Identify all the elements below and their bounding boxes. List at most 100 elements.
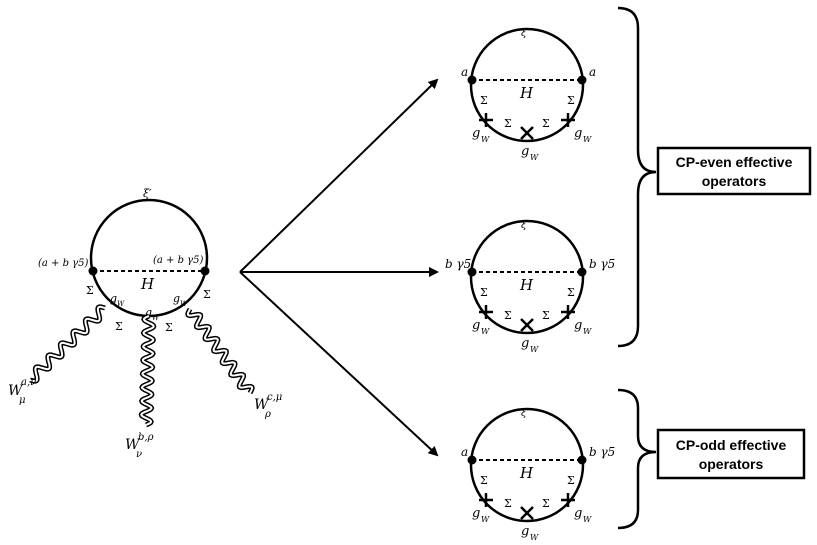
insertion-right (561, 493, 575, 507)
higgs-label: H (519, 84, 534, 102)
sigma-label: Σ (567, 474, 575, 487)
svg-text:W: W (117, 300, 125, 308)
higgs-label: H (519, 276, 534, 294)
gw-main: g (521, 524, 529, 539)
insertion-left (479, 113, 493, 127)
insertion-bottom (520, 318, 534, 332)
w-label-3: W c,μ ρ (254, 392, 282, 420)
insertion-left (479, 493, 493, 507)
svg-text:W: W (8, 383, 24, 399)
vertex-left-label: a (461, 65, 468, 79)
brace-cp-even (617, 6, 657, 348)
gw-label: g W (110, 292, 125, 308)
vertex-left (88, 266, 98, 276)
vertex-right-label: b γ5 (589, 257, 615, 271)
insertion-right (561, 305, 575, 319)
arrow-down (239, 271, 439, 457)
sigma-label: Σ (567, 286, 575, 299)
insertion-left (479, 305, 493, 319)
vertex-right (577, 267, 587, 277)
svg-text:b,ρ: b,ρ (138, 432, 154, 443)
svg-text:CP-odd effective: CP-odd effective (676, 437, 787, 453)
gw-sub: W (583, 135, 592, 144)
svg-text:μ: μ (19, 395, 26, 406)
vertex-right (577, 75, 587, 85)
w-label-1: W a,ν μ (8, 377, 36, 406)
svg-text:operators: operators (699, 456, 764, 472)
svg-text:ρ: ρ (264, 409, 271, 420)
gw-main: g (472, 126, 480, 141)
svg-text:g: g (173, 292, 180, 305)
gw-sub: W (481, 327, 490, 336)
vertex-left (467, 75, 477, 85)
sigma-label: Σ (504, 309, 512, 322)
insertion-bottom (520, 126, 534, 140)
gw-label: g W (145, 306, 160, 322)
cp-even-box: CP-even effective operators (656, 146, 812, 196)
svg-text:W: W (125, 437, 141, 453)
vertex-right-label: a (589, 65, 596, 79)
gw-main: g (472, 318, 480, 333)
sigma-label: Σ (165, 321, 173, 334)
gw-main: g (574, 506, 582, 521)
gw-main: g (472, 506, 480, 521)
sigma-label: Σ (480, 474, 488, 487)
xi-label: ξ′ (521, 408, 530, 419)
sigma-label: Σ (86, 284, 94, 297)
svg-text:CP-even effective: CP-even effective (676, 154, 793, 170)
arrow-up (239, 78, 439, 273)
svg-text:g: g (110, 292, 117, 305)
w-boson-3 (185, 307, 255, 395)
gw-sub: W (481, 135, 490, 144)
fermion-loop (469, 219, 585, 335)
svg-text:ν: ν (136, 449, 142, 460)
gw-main: g (521, 144, 529, 159)
sigma-label: Σ (203, 288, 211, 301)
svg-text:W: W (152, 314, 160, 322)
insertion-bottom (520, 506, 534, 520)
sigma-label: Σ (542, 497, 550, 510)
svg-text:g: g (145, 306, 152, 319)
w-boson-2 (138, 313, 157, 428)
sigma-label: Σ (480, 286, 488, 299)
svg-text:c,μ: c,μ (267, 392, 282, 403)
vertex-left-label: a (461, 445, 468, 459)
vertex-left (467, 267, 477, 277)
sigma-label: Σ (115, 320, 123, 333)
svg-text:operators: operators (702, 173, 767, 189)
svg-text:W: W (180, 300, 188, 308)
higgs-label: H (519, 464, 534, 482)
cp-odd-box: CP-odd effective operators (656, 428, 806, 480)
gw-sub: W (481, 515, 490, 524)
sigma-label: Σ (542, 309, 550, 322)
fermion-loop (469, 27, 585, 143)
sigma-label: Σ (480, 94, 488, 107)
vertex-left-label: b γ5 (445, 257, 471, 271)
w-label-2: W b,ρ ν (125, 432, 154, 460)
gw-sub: W (583, 327, 592, 336)
svg-text:W: W (254, 397, 270, 413)
gw-label: g W (173, 292, 188, 308)
gw-main: g (574, 318, 582, 333)
vertex-right (577, 455, 587, 465)
source-diagram: ξ′ H (a + b γ5) (a + b γ5) Σ Σ Σ Σ g W g… (8, 187, 282, 460)
coupling-right: (a + b γ5) (153, 255, 204, 266)
sigma-label: Σ (504, 497, 512, 510)
w-boson-1 (29, 304, 106, 384)
gw-main: g (574, 126, 582, 141)
fermion-loop (469, 407, 585, 523)
sigma-label: Σ (504, 117, 512, 130)
gw-main: g (521, 336, 529, 351)
higgs-label: H (140, 275, 155, 293)
vertex-right-label: b γ5 (589, 445, 615, 459)
